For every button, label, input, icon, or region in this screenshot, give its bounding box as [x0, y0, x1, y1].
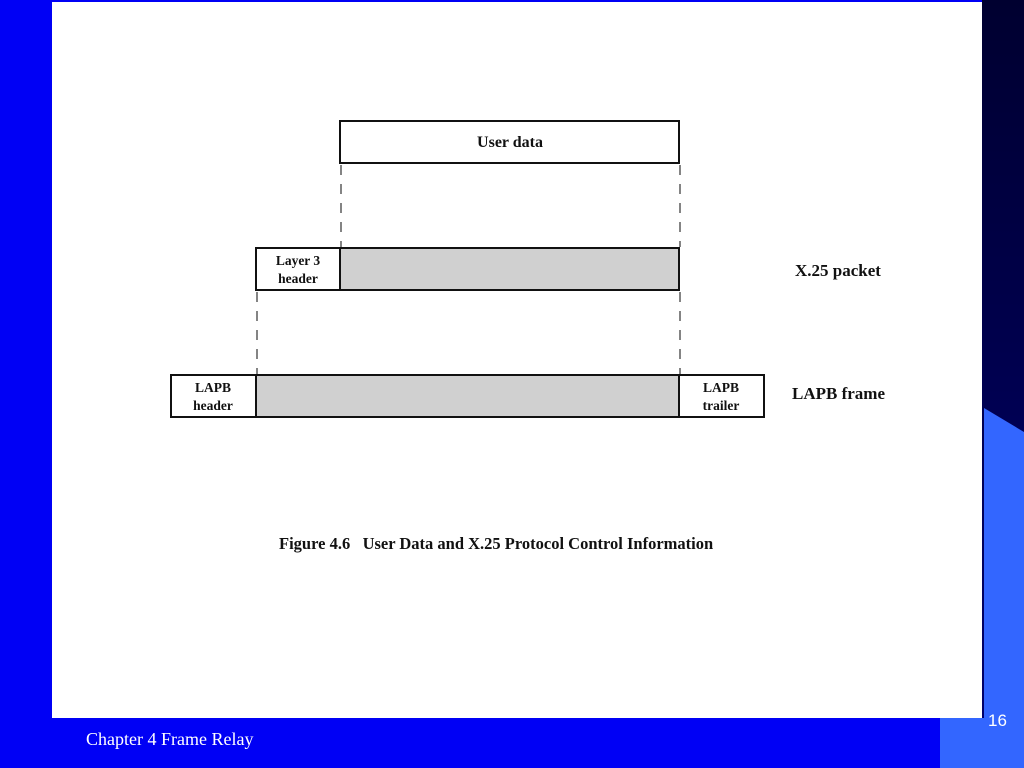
x25-packet-label: X.25 packet	[795, 261, 881, 280]
lapb-payload-box	[255, 374, 680, 418]
lapb-header-line2: header	[193, 398, 233, 413]
user-data-label: User data	[477, 134, 543, 151]
figure-caption: Figure 4.6 User Data and X.25 Protocol C…	[279, 534, 713, 553]
content-panel: User data Layer 3 header X.25 packet LAP…	[52, 2, 982, 718]
lapb-header-line1: LAPB	[195, 380, 231, 395]
layer3-header-line2: header	[278, 271, 318, 286]
footer-chapter-title: Chapter 4 Frame Relay	[86, 729, 254, 749]
layer3-header-box	[255, 247, 341, 291]
protocol-diagram: User data Layer 3 header X.25 packet LAP…	[170, 120, 885, 553]
lapb-frame-label: LAPB frame	[792, 384, 885, 403]
user-data-box	[339, 120, 680, 164]
layer3-header-line1: Layer 3	[276, 253, 321, 268]
x25-payload-box	[339, 247, 680, 291]
lapb-trailer-line2: trailer	[703, 398, 740, 413]
lapb-trailer-box	[678, 374, 765, 418]
lapb-trailer-line1: LAPB	[703, 380, 739, 395]
page-number: 16	[988, 711, 1007, 730]
accent-shape	[940, 408, 1024, 768]
lapb-header-box	[170, 374, 257, 418]
